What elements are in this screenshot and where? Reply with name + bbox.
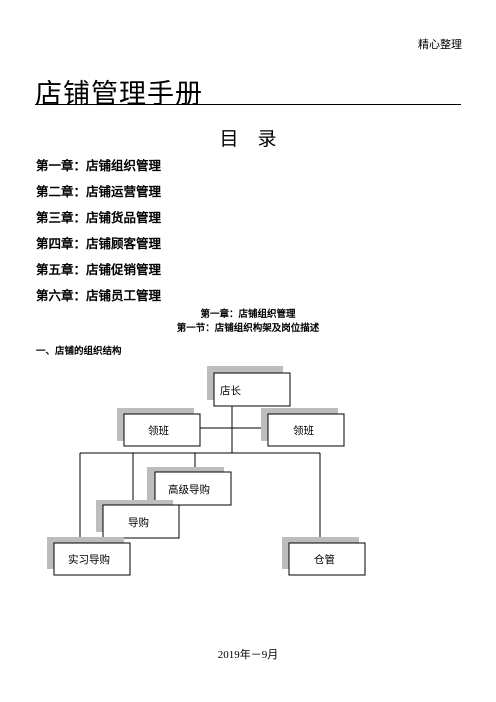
chapter-heading: 第一章：店铺组织管理 [200,309,296,320]
toc-item-chapter-1: 第一章：店铺组织管理 [36,158,162,173]
toc-heading-text: 目 录 [219,128,277,150]
org-node-leader-left: 领班 [117,408,201,447]
org-chart-connectors [79,403,321,541]
org-node-guide-label: 导购 [128,516,149,529]
org-node-intern-guide: 实习导购 [47,537,131,576]
org-node-leader-left-label: 领班 [148,424,169,437]
org-node-senior-guide: 高级导购 [147,467,232,506]
footer-date: 2019年－9月 [217,649,279,661]
org-node-warehouse: 仓管 [282,537,366,576]
toc-heading: 目 录 [0,124,496,151]
org-node-leader-right: 领班 [261,408,345,447]
org-node-warehouse-label: 仓管 [314,553,335,566]
toc-item-chapter-5: 第五章：店铺促销管理 [36,262,162,277]
org-node-senior-guide-label: 高级导购 [168,483,210,496]
header-note: 精心整理 [418,38,462,51]
document-title: 店铺管理手册 [35,79,203,110]
toc-item-chapter-4: 第四章：店铺顾客管理 [36,236,162,251]
org-chart: 店长 领班 领班 高级导购 导购 实习导购 仓管 [47,366,366,576]
toc-item-chapter-2: 第二章：店铺运营管理 [36,184,162,199]
toc-item-chapter-6: 第六章：店铺员工管理 [36,288,162,303]
subsection-title: 一、店铺的组织结构 [36,346,122,357]
org-node-leader-right-label: 领班 [293,424,314,437]
toc-item-chapter-3: 第三章：店铺货品管理 [36,210,162,225]
section-heading: 第一节：店铺组织构架及岗位描述 [176,323,320,334]
org-node-intern-guide-label: 实习导购 [68,553,110,566]
org-node-manager: 店长 [207,366,291,407]
title-divider [35,104,461,105]
org-node-manager-label: 店长 [220,384,241,397]
org-node-guide: 导购 [96,500,180,539]
